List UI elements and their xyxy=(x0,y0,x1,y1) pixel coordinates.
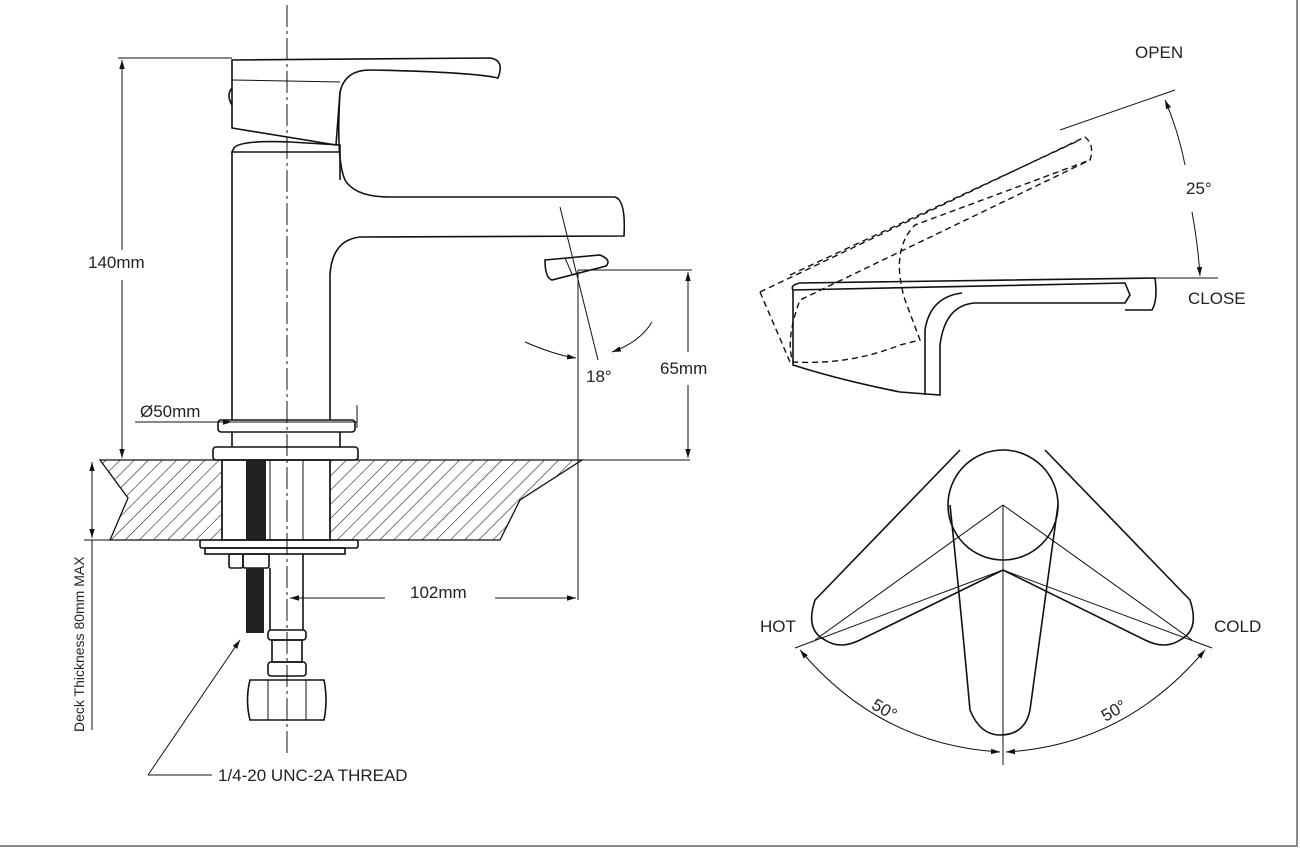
cold-label: COLD xyxy=(1214,617,1261,636)
deck-section-right xyxy=(329,459,585,541)
hex-nut xyxy=(246,679,327,721)
lever-angle-label: 25° xyxy=(1186,179,1212,198)
threaded-rod xyxy=(246,460,266,540)
hot-angle-label: 50° xyxy=(869,695,901,724)
cold-angle-label: 50° xyxy=(1098,696,1130,725)
spout xyxy=(329,91,626,420)
deck-thickness-label: Deck Thickness 80mm MAX xyxy=(71,556,87,732)
thread-label: 1/4-20 UNC-2A THREAD xyxy=(218,766,408,785)
open-label: OPEN xyxy=(1135,43,1183,62)
hot-label: HOT xyxy=(760,617,796,636)
spout-angle-label: 18° xyxy=(586,367,612,386)
aerator xyxy=(544,254,609,281)
reach-dimension-label: 102mm xyxy=(410,583,467,602)
diameter-dimension-label: Ø50mm xyxy=(140,402,200,421)
deck-section-left xyxy=(98,459,223,541)
side-view-lever: OPEN 25° CLOSE xyxy=(759,43,1246,396)
open-lever-outline xyxy=(759,136,1093,364)
front-view: 140mm 65mm Ø50mm 18° 102mm Deck Thicknes… xyxy=(71,5,707,785)
top-view-rotation: HOT COLD 50° 50° xyxy=(760,449,1261,765)
height-dimension-label: 140mm xyxy=(88,253,145,272)
close-label: CLOSE xyxy=(1188,289,1246,308)
spout-height-dimension-label: 65mm xyxy=(660,359,707,378)
lever-handle xyxy=(231,57,501,146)
